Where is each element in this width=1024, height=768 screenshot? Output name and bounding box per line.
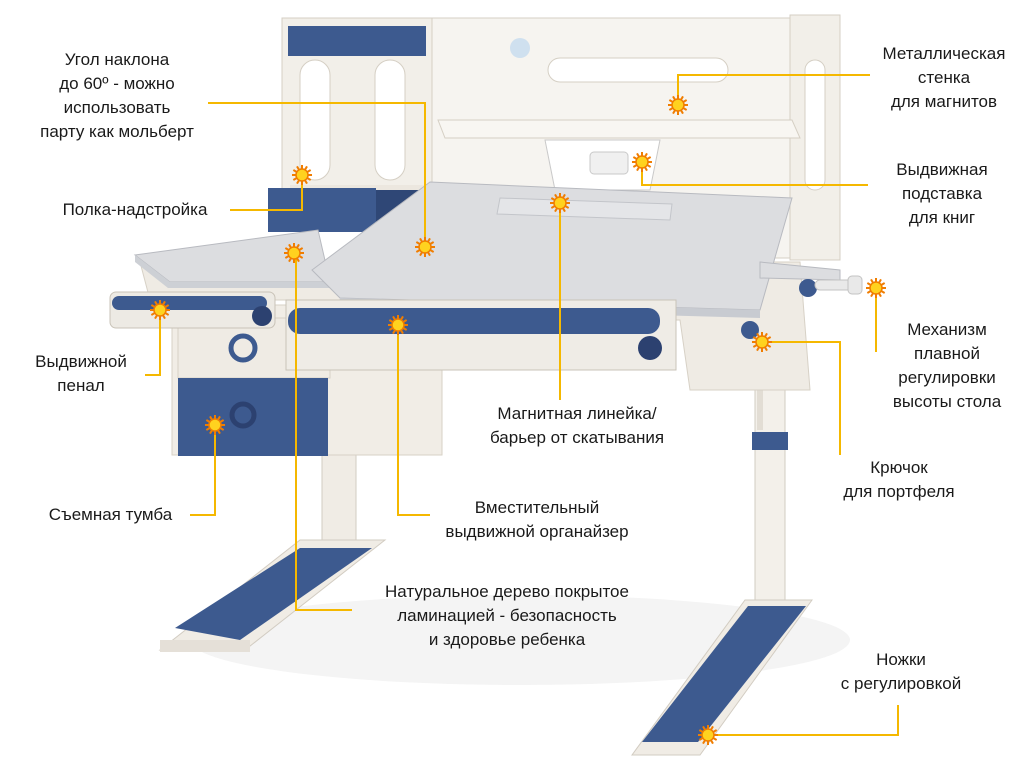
marker-bag-hook bbox=[752, 332, 772, 352]
markers bbox=[150, 95, 886, 745]
pencil-drawer bbox=[109, 291, 276, 329]
marker-tilt-angle bbox=[415, 237, 435, 257]
marker-top-shelf bbox=[292, 165, 312, 185]
marker-adjustable-legs bbox=[698, 725, 718, 745]
marker-removable-cabinet bbox=[205, 415, 225, 435]
tabletop-tilt bbox=[311, 181, 793, 311]
magnetic-ruler bbox=[496, 197, 673, 221]
marker-magnetic-ruler bbox=[550, 193, 570, 213]
callout-removable-cabinet: Съемная тумба bbox=[48, 505, 173, 524]
organizer-drawer bbox=[285, 299, 677, 371]
marker-height-mechanism bbox=[866, 278, 886, 298]
left-leg bbox=[158, 447, 387, 652]
marker-natural-wood bbox=[284, 243, 304, 263]
callout-magnetic-ruler: Магнитная линейка/барьер от скатывания bbox=[489, 404, 665, 447]
bag-hook bbox=[741, 321, 759, 339]
marker-pencil-drawer bbox=[150, 300, 170, 320]
callout-top-shelf: Полка-надстройка bbox=[62, 200, 208, 219]
marker-organizer bbox=[388, 315, 408, 335]
floor-shadow bbox=[190, 595, 850, 685]
height-handle bbox=[799, 275, 863, 297]
marker-metal-wall bbox=[668, 95, 688, 115]
marker-book-stand bbox=[632, 152, 652, 172]
